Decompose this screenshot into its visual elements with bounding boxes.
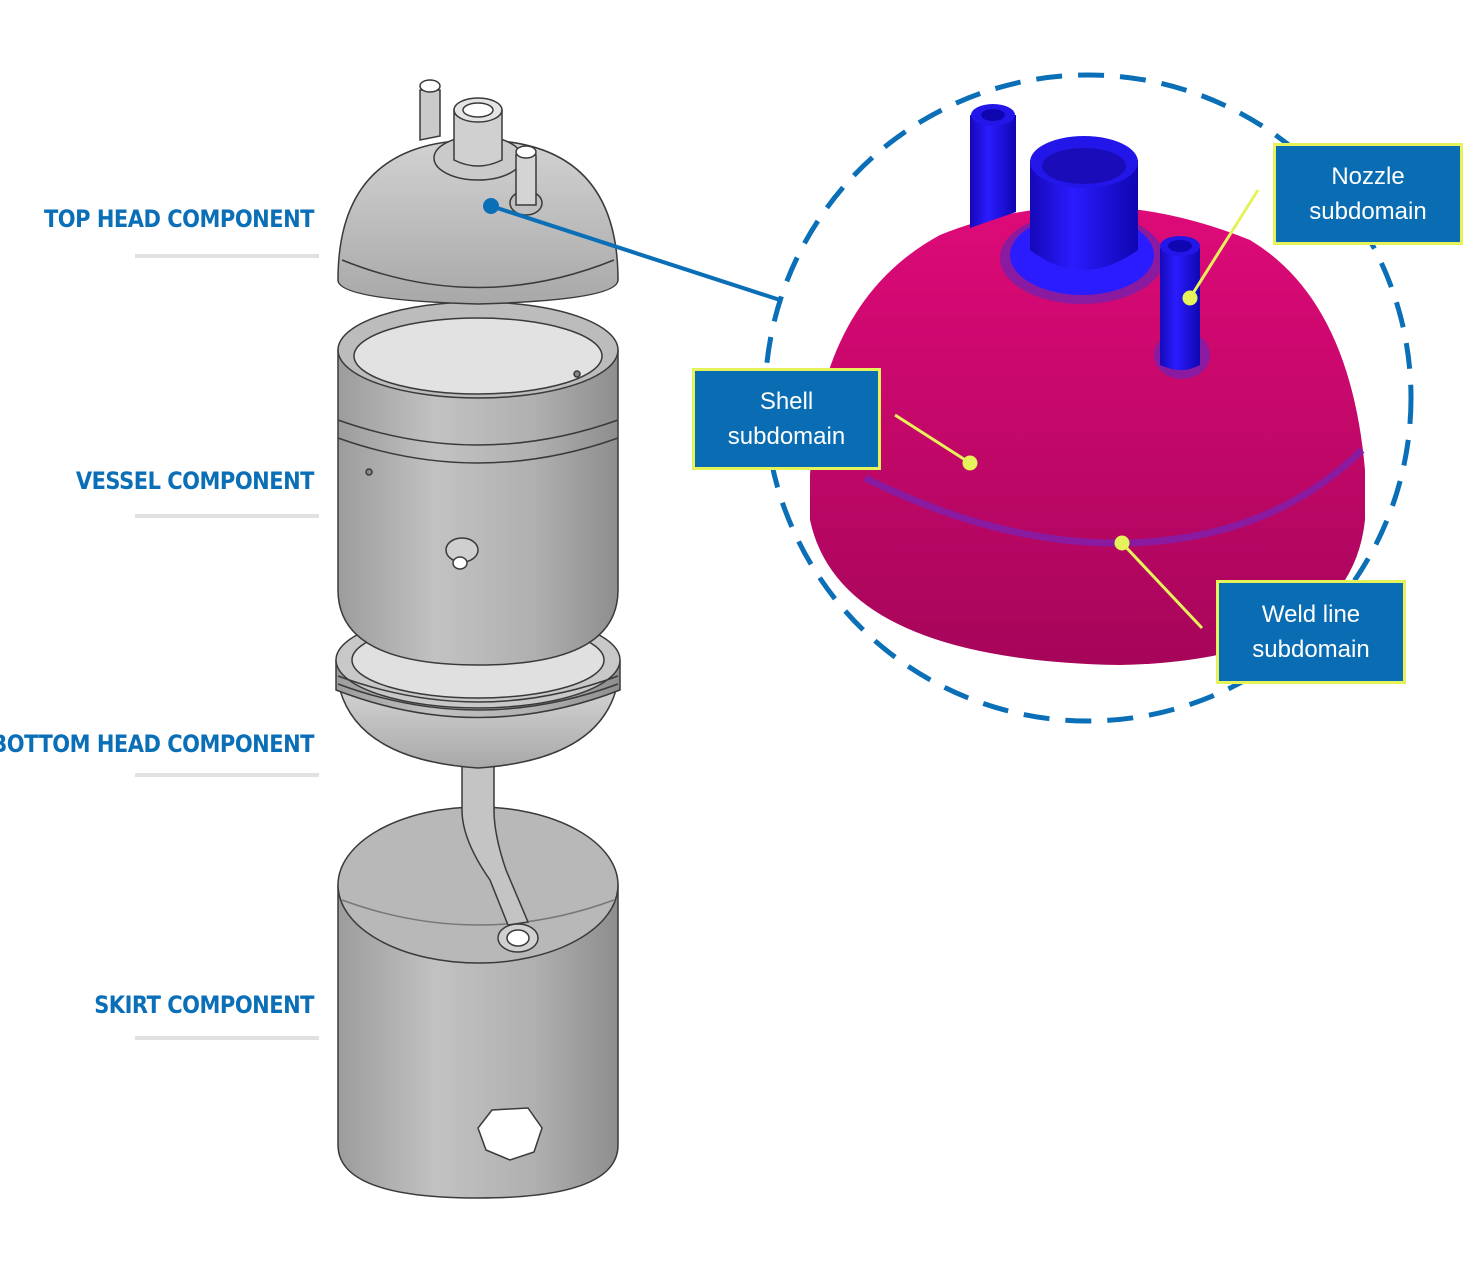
bottom-head-label: BOTTOM HEAD COMPONENT — [0, 730, 314, 758]
left-nozzle-shape — [970, 115, 1016, 228]
top-head-part — [337, 79, 619, 305]
nozzle-callout-line2: subdomain — [1309, 198, 1427, 225]
top-head-label: TOP HEAD COMPONENT — [43, 205, 315, 233]
vessel-rule — [135, 514, 319, 518]
skirt-rule — [135, 1036, 319, 1040]
small-nozzle-shape — [1160, 248, 1200, 370]
large-nozzle-shape — [1030, 160, 1138, 270]
top-head-rule — [135, 254, 319, 258]
shell-callout-line1: Shell — [759, 388, 814, 415]
weld-callout-line1: Weld line — [1261, 601, 1361, 628]
vessel-label: VESSEL COMPONENT — [75, 467, 315, 495]
shell-callout-line2: subdomain — [727, 423, 846, 450]
shell-subdomain-shape — [810, 206, 1365, 665]
skirt-label: SKIRT COMPONENT — [94, 991, 314, 1019]
shell-subdomain-callout: Shell subdomain — [692, 368, 881, 470]
exploded-vessel — [335, 79, 621, 1199]
callout-leaders — [894, 189, 1260, 630]
weld-callout-line2: subdomain — [1252, 636, 1370, 663]
nozzle-callout-line1: Nozzle — [1331, 163, 1405, 190]
zoom-connector — [483, 198, 781, 302]
zoomed-top-head — [810, 104, 1365, 665]
skirt-part — [337, 806, 619, 1199]
weld-line-subdomain-callout: Weld line subdomain — [1216, 580, 1406, 684]
bottom-head-rule — [135, 773, 319, 777]
nozzle-subdomain-callout: Nozzle subdomain — [1273, 143, 1463, 245]
vessel-part — [337, 301, 619, 666]
